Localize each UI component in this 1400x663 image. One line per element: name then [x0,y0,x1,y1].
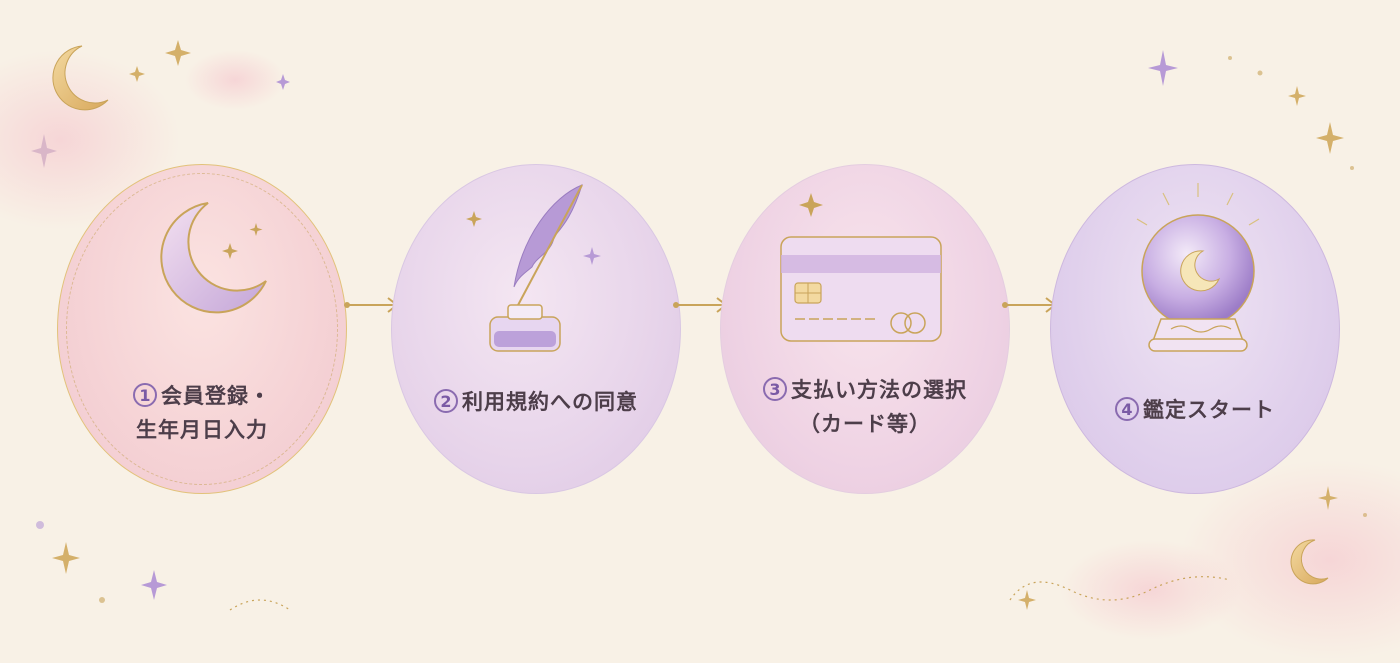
sparkle-icon [31,134,57,168]
step-1-text-line1: 会員登録・ [161,384,271,408]
quill-inkwell-icon [466,184,601,352]
pink-cloud [1180,460,1400,660]
sparkle-icon [1148,50,1178,86]
sparkle-group [31,40,1344,610]
step-3-text-line2: （カード等） [799,412,931,436]
sparkle-icon [129,66,145,82]
credit-card-icon [780,236,942,342]
flow-arrow [1002,297,1057,313]
step-number-badge: 4 [1115,397,1139,421]
sparkle-icon [141,570,167,600]
sparkle-icon [276,74,290,90]
step-1-text-line2: 生年月日入力 [136,418,268,442]
crescent-moon-icon [52,45,109,111]
step-number-badge: 3 [763,377,787,401]
dotted-swirl [229,599,291,611]
crystal-ball-icon [1136,183,1260,352]
step-number-badge: 2 [434,389,458,413]
sparkle-icon [1018,590,1036,610]
step-4-text-line1: 鑑定スタート [1143,398,1275,422]
step-3-text-line1: 支払い方法の選択 [791,378,967,402]
crescent-moon-icon [1290,539,1329,585]
sparkle-icon [1316,122,1344,154]
sparkle-icon [1288,86,1306,106]
sparkle-icon [165,40,191,66]
step-2-text-line1: 利用規約への同意 [462,390,638,414]
dot-group [36,56,1367,603]
step-number-badge: 1 [133,383,157,407]
pink-cloud [185,50,285,110]
sparkle-icon [52,542,80,574]
crescent-moon-icon [160,202,267,314]
sparkle-icon [799,193,823,217]
sparkle-icon [1318,486,1338,510]
step-1-dashed-ring [66,173,338,485]
